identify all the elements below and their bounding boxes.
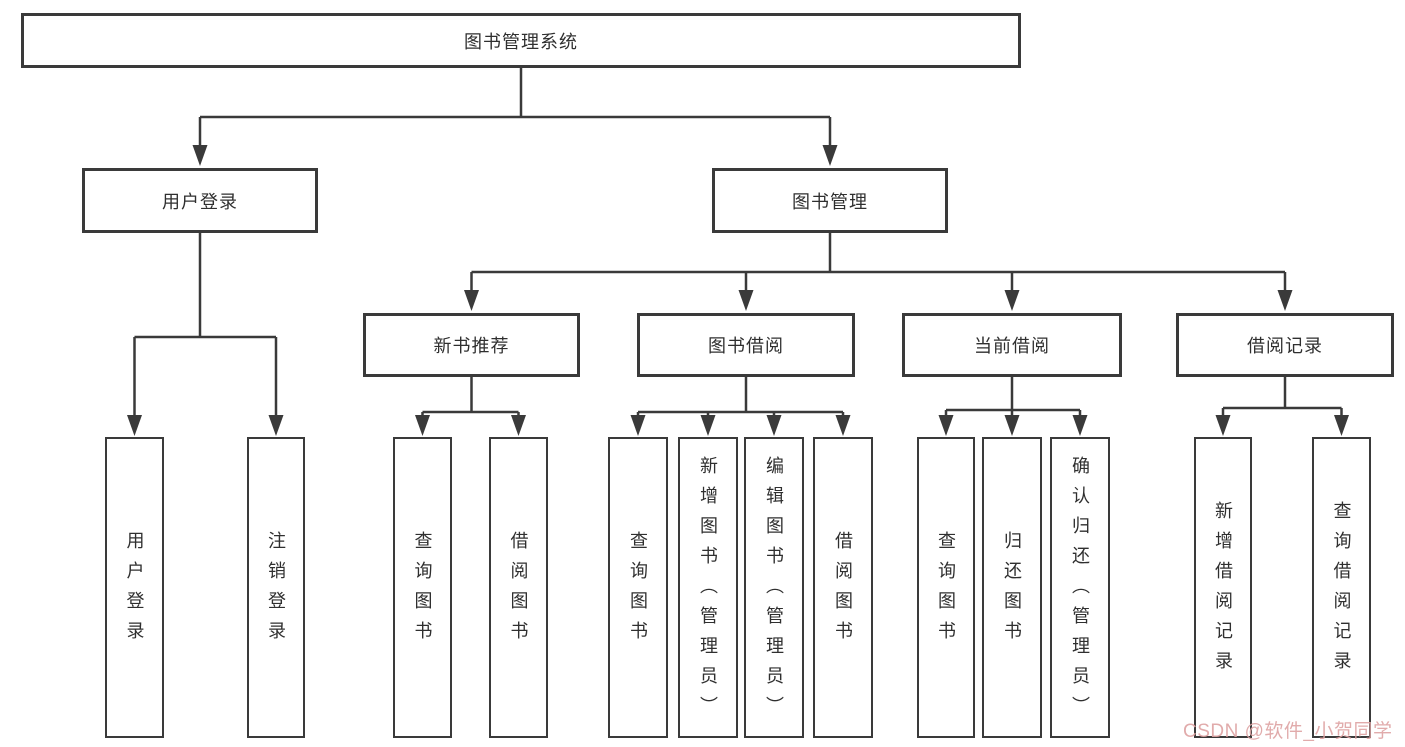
node-book-management: 图书管理 xyxy=(712,168,948,233)
node-current-borrow: 当前借阅 xyxy=(902,313,1122,377)
leaf-logout: 注销登录 xyxy=(247,437,305,738)
leaf-query-borrow-record: 查询借阅记录 xyxy=(1312,437,1371,738)
node-user-login: 用户登录 xyxy=(82,168,318,233)
leaf-add-borrow-record: 新增借阅记录 xyxy=(1194,437,1252,738)
node-root: 图书管理系统 xyxy=(21,13,1021,68)
leaf-edit-book-admin: 编辑图书（管理员） xyxy=(744,437,804,738)
leaf-query-books-borrow: 查询图书 xyxy=(608,437,668,738)
watermark: CSDN @软件_小贺同学 xyxy=(1183,721,1393,742)
leaf-borrow-books-recommend: 借阅图书 xyxy=(489,437,548,738)
leaf-borrow-books: 借阅图书 xyxy=(813,437,873,738)
leaf-user-login: 用户登录 xyxy=(105,437,164,738)
node-borrow-records: 借阅记录 xyxy=(1176,313,1394,377)
leaf-confirm-return-admin: 确认归还（管理员） xyxy=(1050,437,1110,738)
node-new-book-recommend: 新书推荐 xyxy=(363,313,580,377)
arrowheads xyxy=(127,145,1349,436)
node-book-borrow: 图书借阅 xyxy=(637,313,855,377)
leaf-add-book-admin: 新增图书（管理员） xyxy=(678,437,738,738)
leaf-query-books-recommend: 查询图书 xyxy=(393,437,452,738)
leaf-return-book: 归还图书 xyxy=(982,437,1042,738)
leaf-query-books-current: 查询图书 xyxy=(917,437,975,738)
